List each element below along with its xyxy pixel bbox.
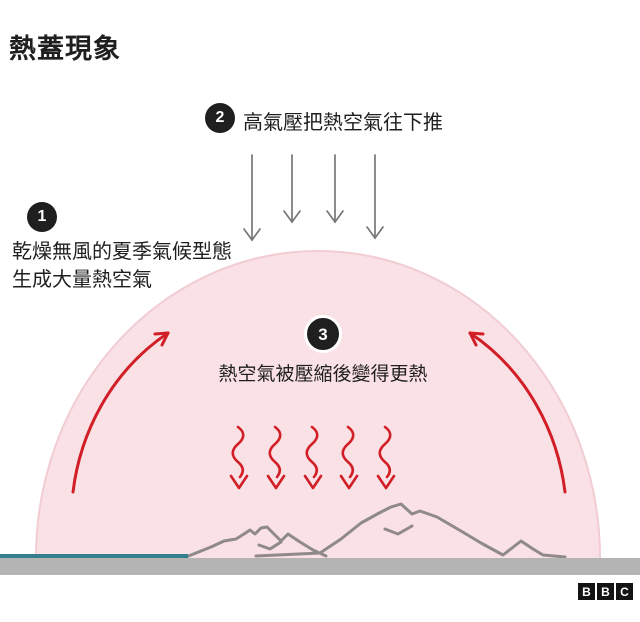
step-2-label: 高氣壓把熱空氣往下推 [243,112,443,134]
down-arrow-icon [366,154,384,240]
step-2-number: 2 [215,109,225,126]
curved-up-arrow-icon [71,331,170,494]
pressure-down-arrows [243,154,384,242]
bbc-logo-letter: C [616,583,633,600]
step-1-label: 乾燥無風的夏季氣候型態 生成大量熱空氣 [12,238,272,294]
down-arrow-icon [283,154,301,224]
mountains [184,502,567,559]
ground-bar [0,558,640,575]
water-line [0,554,188,559]
step-1-label-line2: 生成大量熱空氣 [12,269,152,291]
wavy-down-arrow-icon [303,425,323,490]
rising-air-arrows [71,331,567,494]
bbc-logo-letter: B [597,583,614,600]
down-arrow-icon [326,154,344,224]
heat-dome [35,250,601,559]
step-1-number: 1 [37,208,47,225]
step-3-badge: 3 [304,315,342,353]
curved-up-arrow-icon [468,331,567,494]
step-1-label-line1: 乾燥無風的夏季氣候型態 [12,241,232,263]
wavy-down-arrow-icon [266,425,286,490]
step-3-number: 3 [318,324,328,344]
bbc-logo: B B C [578,583,633,600]
wavy-down-arrow-icon [229,425,249,490]
step-3-label: 熱空氣被壓縮後變得更熱 [218,364,428,385]
heat-radiation-arrows [229,425,396,490]
step-2-badge: 2 [205,103,235,133]
page-title: 熱蓋現象 [9,34,121,64]
wavy-down-arrow-icon [376,425,396,490]
step-1-badge: 1 [27,202,57,232]
wavy-down-arrow-icon [339,425,359,490]
bbc-logo-letter: B [578,583,595,600]
down-arrow-icon [243,154,261,242]
